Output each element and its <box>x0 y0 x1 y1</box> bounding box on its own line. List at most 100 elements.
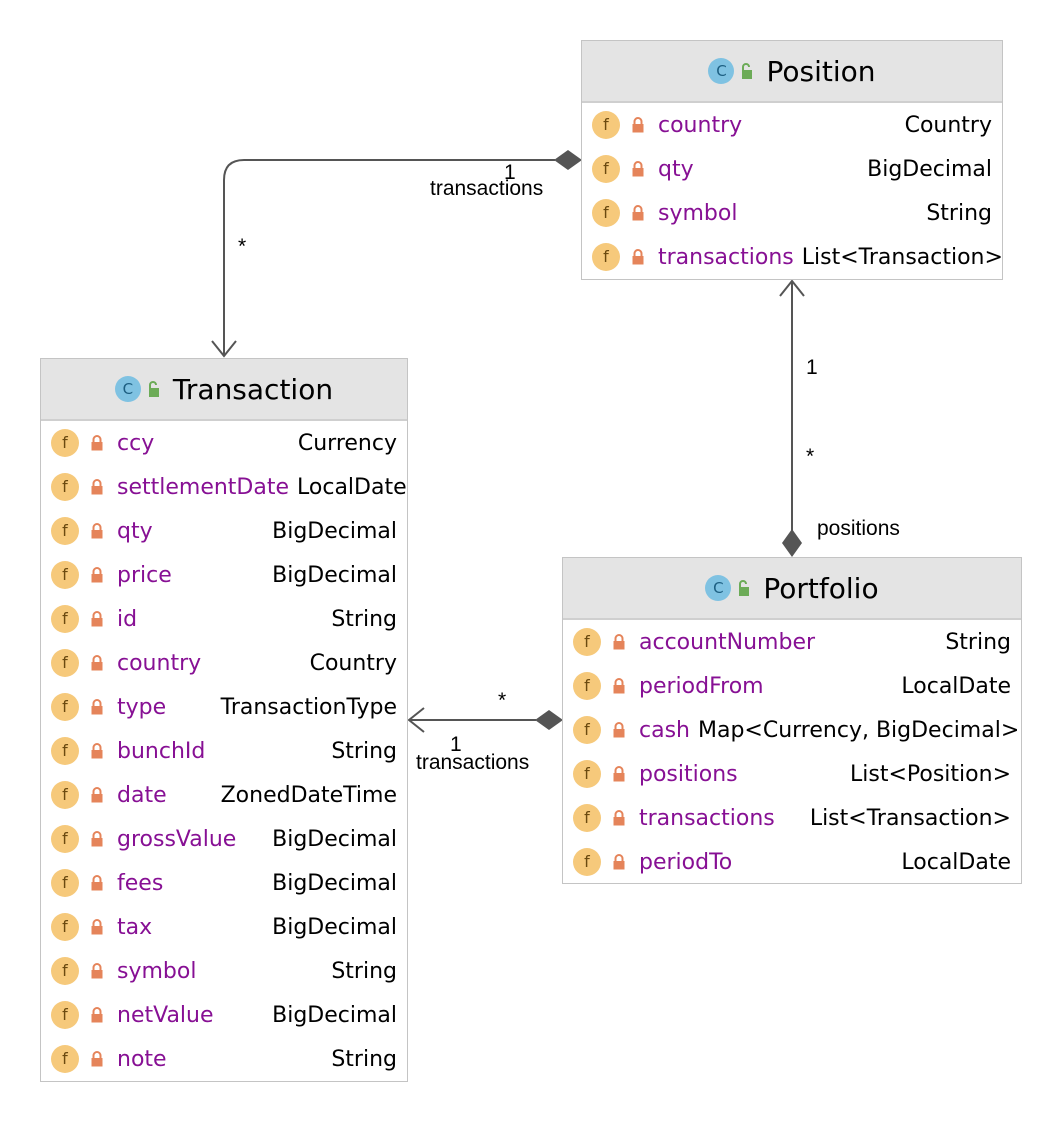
field-row[interactable]: f periodTo LocalDate <box>563 840 1021 884</box>
position-transactions-line <box>223 159 555 355</box>
field-row[interactable]: f grossValue BigDecimal <box>41 817 407 861</box>
field-icon: f <box>573 628 601 656</box>
field-name: country <box>117 650 202 676</box>
field-icon: f <box>592 243 620 271</box>
private-lock-icon <box>612 722 626 738</box>
field-name: note <box>117 1046 167 1072</box>
field-name: bunchId <box>117 738 206 764</box>
position-transactions-role: transactions <box>430 177 544 200</box>
field-icon: f <box>51 1001 79 1029</box>
private-lock-icon <box>612 678 626 694</box>
class-box-portfolio[interactable]: C Portfolio f accountNumber String f periodF… <box>562 557 1022 884</box>
field-type: BigDecimal <box>272 870 397 896</box>
field-icon: f <box>51 825 79 853</box>
field-type: String <box>945 629 1011 655</box>
portfolio-transactions-diamond <box>535 710 563 730</box>
field-icon: f <box>51 473 79 501</box>
field-name: cash <box>639 717 690 743</box>
public-unlock-icon <box>740 62 754 80</box>
field-name: ccy <box>117 430 155 456</box>
private-lock-icon <box>90 919 104 935</box>
field-name: netValue <box>117 1002 214 1028</box>
class-header: C Transaction <box>41 359 407 421</box>
field-type: BigDecimal <box>272 562 397 588</box>
field-type: String <box>331 738 397 764</box>
field-type: TransactionType <box>220 694 397 720</box>
class-icon: C <box>708 58 735 84</box>
field-name: periodFrom <box>639 673 764 699</box>
field-icon: f <box>573 672 601 700</box>
field-icon: f <box>573 716 601 744</box>
portfolio-positions-role: positions <box>817 517 900 540</box>
field-icon: f <box>51 561 79 589</box>
class-box-transaction[interactable]: C Transaction f ccy Currency f settlementDat… <box>40 358 408 1082</box>
class-name: Portfolio <box>763 571 879 605</box>
position-transactions-source-multiplicity: 1 <box>504 161 516 184</box>
field-row[interactable]: f cash Map<Currency, BigDecimal> <box>563 708 1021 752</box>
private-lock-icon <box>90 963 104 979</box>
field-name: id <box>117 606 138 632</box>
field-name: settlementDate <box>117 474 290 500</box>
field-type: LocalDate <box>901 849 1011 875</box>
private-lock-icon <box>90 875 104 891</box>
private-lock-icon <box>90 655 104 671</box>
private-lock-icon <box>631 117 645 133</box>
portfolio-positions-target-multiplicity: 1 <box>806 356 818 379</box>
class-header: C Portfolio <box>563 558 1021 620</box>
field-icon: f <box>51 913 79 941</box>
field-icon: f <box>573 848 601 876</box>
field-name: accountNumber <box>639 629 816 655</box>
field-name: date <box>117 782 167 808</box>
field-name: transactions <box>639 805 775 831</box>
private-lock-icon <box>90 787 104 803</box>
private-lock-icon <box>631 161 645 177</box>
public-unlock-icon <box>737 579 751 597</box>
field-icon: f <box>592 111 620 139</box>
field-type: Map<Currency, BigDecimal> <box>697 717 1020 743</box>
field-name: symbol <box>658 200 738 226</box>
field-name: type <box>117 694 167 720</box>
private-lock-icon <box>90 831 104 847</box>
field-type: String <box>331 958 397 984</box>
private-lock-icon <box>90 567 104 583</box>
field-type: Currency <box>297 430 397 456</box>
field-name: periodTo <box>639 849 733 875</box>
field-name: fees <box>117 870 164 896</box>
private-lock-icon <box>612 766 626 782</box>
portfolio-transactions-arrow <box>407 707 425 733</box>
private-lock-icon <box>90 743 104 759</box>
field-icon: f <box>51 957 79 985</box>
field-row[interactable]: f accountNumber String <box>563 620 1021 664</box>
position-composition-diamond <box>554 150 582 170</box>
private-lock-icon <box>612 634 626 650</box>
field-name: grossValue <box>117 826 237 852</box>
field-icon: f <box>592 199 620 227</box>
field-type: BigDecimal <box>272 826 397 852</box>
